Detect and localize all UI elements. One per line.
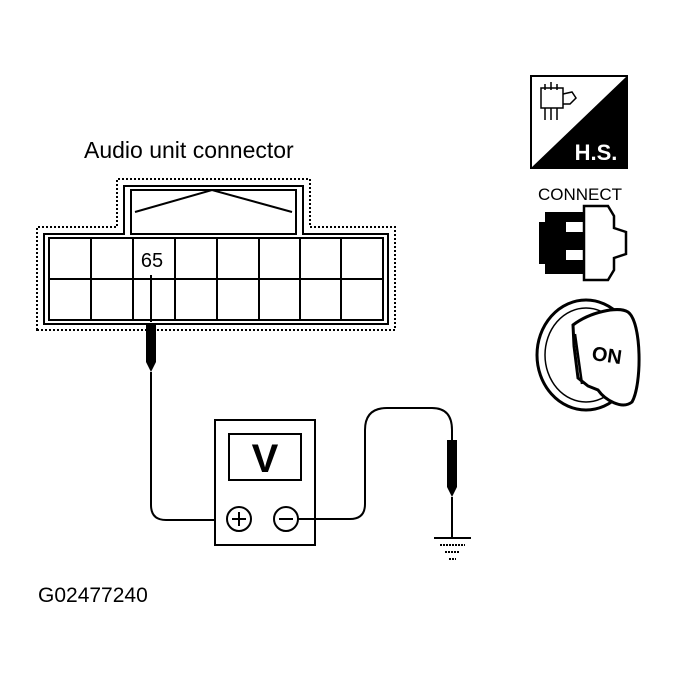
audio-unit-connector — [36, 178, 396, 331]
hs-icon — [530, 75, 628, 169]
connector-title: Audio unit connector — [84, 137, 294, 163]
ground-probe — [447, 440, 457, 537]
pin-65-label: 65 — [141, 250, 163, 272]
connect-icon — [539, 204, 628, 282]
ground-symbol — [434, 537, 471, 560]
figure-id: G02477240 — [38, 584, 148, 607]
voltmeter-symbol: V — [252, 437, 279, 481]
negative-lead — [298, 407, 453, 520]
ignition-key-icon — [535, 298, 641, 412]
voltmeter-display — [228, 433, 302, 481]
ignition-on-label: ON — [590, 343, 623, 369]
positive-probe — [146, 275, 156, 372]
positive-lead — [150, 372, 228, 521]
connect-icon-label: CONNECT — [538, 185, 622, 204]
terminal-grid — [48, 237, 384, 321]
connector-lock-tab — [130, 189, 297, 235]
hs-icon-label: H.S. — [575, 140, 618, 165]
voltmeter — [214, 419, 316, 546]
